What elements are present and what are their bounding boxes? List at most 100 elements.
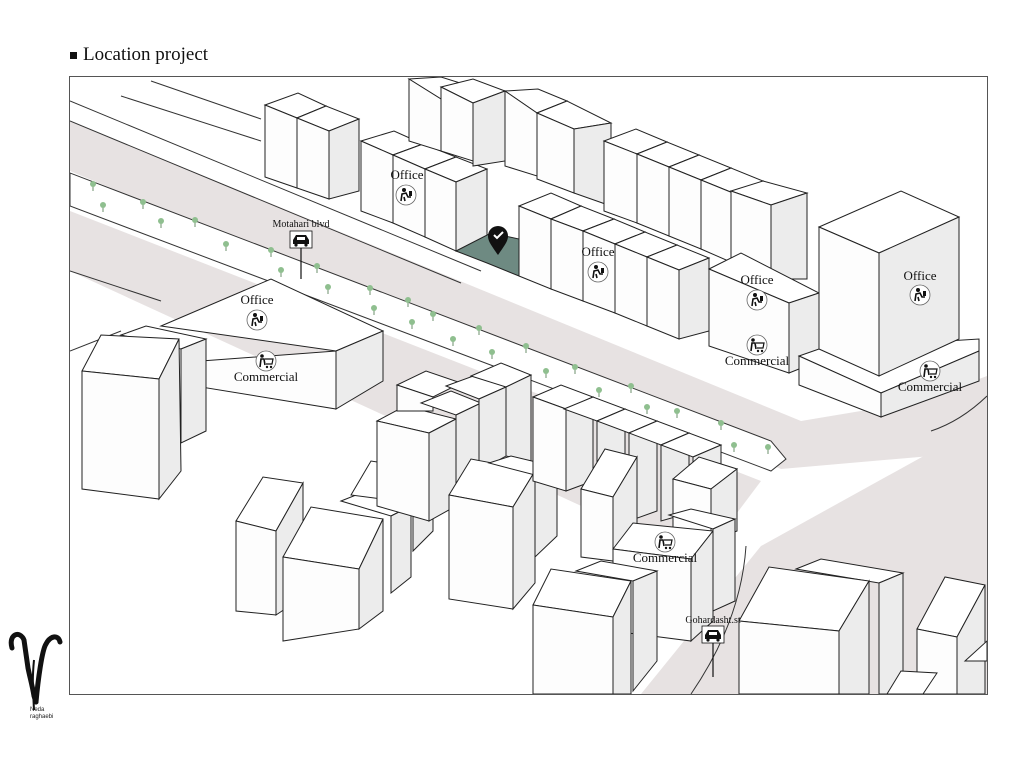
road-edge-line — [120, 95, 262, 142]
tree-icon — [674, 408, 680, 418]
commercial-label-text: Commercial — [234, 369, 299, 384]
tree-icon — [90, 181, 96, 191]
tree-icon — [278, 267, 284, 277]
building — [886, 670, 938, 694]
tree-icon — [140, 199, 146, 209]
commercial-label-2: Commercial — [725, 334, 790, 368]
tree-icon — [367, 285, 373, 295]
office-label-1: Office — [391, 167, 424, 206]
shopping-cart-icon — [919, 360, 941, 382]
tree-icon — [314, 263, 320, 273]
road-edge-line — [70, 330, 122, 352]
building — [81, 334, 182, 501]
building — [159, 278, 385, 410]
author-credit: Neda raghaebi — [30, 707, 53, 721]
title-bullet — [70, 51, 77, 59]
building — [738, 566, 870, 694]
gohardasht-street-marker: Gohardasht.st — [685, 615, 741, 677]
tree-icon — [192, 217, 198, 227]
road-edge-line — [70, 120, 462, 284]
tree-icon — [476, 325, 482, 335]
tree-icon — [223, 241, 229, 251]
tree-icon — [731, 442, 737, 452]
building — [439, 78, 507, 167]
tree-icon — [644, 404, 650, 414]
building — [667, 508, 737, 612]
tree-icon — [628, 383, 634, 393]
shopping-cart-icon — [746, 334, 768, 356]
building — [423, 156, 489, 252]
building — [375, 405, 458, 522]
office-worker-icon — [395, 184, 417, 206]
road-main-north — [70, 121, 987, 469]
building — [729, 180, 809, 280]
page-title-text: Location project — [83, 44, 209, 65]
building — [295, 105, 361, 200]
page-title: Location project — [70, 44, 208, 66]
road-edge-line — [70, 270, 162, 302]
tree-icon — [489, 349, 495, 359]
office-label-3: Office — [741, 272, 774, 311]
tree-icon — [430, 311, 436, 321]
road-edge-line — [690, 545, 747, 694]
building — [448, 458, 536, 611]
tree-icon — [325, 284, 331, 294]
office-label-text: Office — [391, 167, 424, 182]
office-label-text: Office — [741, 272, 774, 287]
site-location-pin-icon — [488, 226, 508, 255]
tree-icon — [405, 297, 411, 307]
tree-icon — [523, 343, 529, 353]
office-label-text: Office — [241, 292, 274, 307]
building — [574, 560, 659, 693]
shopping-cart-icon — [255, 350, 277, 372]
building — [532, 568, 632, 694]
office-worker-icon — [246, 309, 268, 331]
shopping-cart-icon — [654, 531, 676, 553]
motahari-street-marker: Motahari blvd — [273, 219, 330, 279]
author-line-2: raghaebi — [30, 714, 54, 720]
road-edge-line — [930, 395, 987, 432]
building — [817, 190, 961, 377]
building — [535, 100, 613, 207]
office-worker-icon — [587, 261, 609, 283]
tree-icon — [572, 364, 578, 374]
office-worker-icon — [746, 289, 768, 311]
logo-mark — [8, 632, 63, 711]
building — [469, 362, 533, 462]
building — [282, 506, 384, 642]
author-line-1: Neda — [30, 707, 45, 713]
median-strip — [70, 172, 787, 472]
office-label-text: Office — [904, 268, 937, 283]
building — [645, 244, 711, 340]
tree-icon — [409, 319, 415, 329]
tree-icon — [450, 336, 456, 346]
office-label-2: Office — [582, 244, 615, 283]
office-worker-icon — [909, 284, 931, 306]
tree-icon — [718, 420, 724, 430]
tree-icon — [158, 218, 164, 228]
map-frame: Motahari blvd Gohardasht.st Office Offic… — [69, 76, 988, 695]
tree-icon — [543, 368, 549, 378]
commercial-label-4: Commercial — [633, 531, 698, 565]
road-edge-line — [70, 100, 482, 272]
location-map: Motahari blvd Gohardasht.st Office Offic… — [70, 77, 987, 694]
tree-icon — [268, 247, 274, 257]
trees — [90, 181, 771, 454]
tree-icon — [596, 387, 602, 397]
building — [963, 640, 987, 662]
tree-icon — [371, 305, 377, 315]
commercial-label-text: Commercial — [725, 353, 790, 368]
buildings-southwest — [81, 278, 739, 694]
buildings-north — [263, 77, 980, 418]
tree-icon — [765, 444, 771, 454]
poi-labels: Office Office Office Office Office Comme… — [234, 167, 963, 565]
building — [707, 252, 821, 374]
commercial-label-text: Commercial — [898, 379, 963, 394]
commercial-label-1: Commercial — [234, 350, 299, 384]
road-edge-line — [150, 80, 262, 120]
office-label-text: Office — [582, 244, 615, 259]
commercial-label-text: Commercial — [633, 550, 698, 565]
street-label-motahari: Motahari blvd — [273, 219, 330, 230]
buildings-southeast — [738, 558, 987, 694]
commercial-label-3: Commercial — [898, 360, 963, 394]
